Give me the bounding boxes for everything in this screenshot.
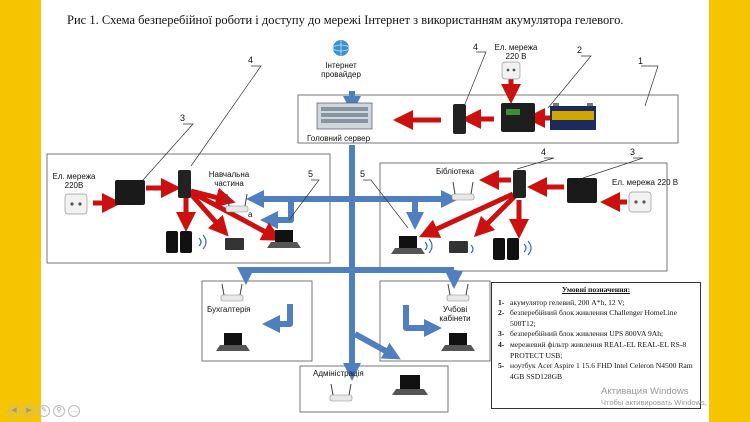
legend-item: 2-безперебійний блок живлення Challenger… [498,308,677,328]
tablet-icon [449,241,468,253]
gel-battery-icon [550,103,596,130]
wifi-router-icon [220,283,244,302]
callout-3-left: 3 [180,113,186,123]
library-box [379,162,668,272]
laptop-icon [392,375,428,395]
power-label-top: Ел. мережа 220 В [494,43,538,61]
globe-icon [332,40,350,56]
router-a-label: a [248,210,253,219]
network-lines [237,91,463,381]
legend-box: Умовні позначення: 1-акумулятор гелевий,… [491,282,701,409]
laptop-icon [441,333,475,351]
isp-label: Інтернет провайдер [321,61,361,79]
accounting-box [201,280,313,362]
legend-item: 1-акумулятор гелевий, 200 А*h, 12 V; [498,297,625,307]
accounting-label: Бухгалтерія [207,305,251,314]
surge-filter-icon [453,104,466,134]
ups-800va-icon [115,180,145,205]
wifi-signal-icon [424,238,433,254]
surge-filter-icon [513,170,526,198]
callout-4-left: 4 [248,55,254,65]
administration-box [299,365,449,413]
legend-item: 3-безперебійний блок живлення UPS 800VA … [498,329,664,339]
callout-3-right: 3 [630,147,636,157]
ups-800va-icon [567,178,597,203]
library-label: Бібліотека [436,167,475,176]
more-icon[interactable]: … [68,405,80,417]
wifi-signal-icon [198,234,207,250]
smartphone-icon [493,238,519,260]
windows-activation-watermark: Активация Windows Чтобы активировать Win… [601,386,707,407]
slide: Рис 1. Схема безперебійної роботи і дост… [41,0,709,422]
study-rooms-box [379,280,491,362]
main-server-label: Головний сервер [307,134,371,143]
study-rooms-label: Учбові кабінети [439,305,471,323]
legend-title: Умовні позначення: [561,285,631,294]
prev-slide-icon[interactable]: ◀ [8,405,20,417]
laptop-icon [391,236,425,254]
laptop-icon [267,230,301,248]
callout-5-left: 5 [308,169,314,179]
power-socket-icon [64,193,88,215]
classroom-label: Навчальна частина [208,170,250,188]
server-room-box [297,94,679,144]
figure-title: Рис 1. Схема безперебійної роботи і дост… [67,13,624,27]
callout-2: 2 [577,45,583,55]
wifi-router-icon [329,383,353,402]
wifi-router-icon [225,193,249,213]
power-label-left: Ел. мережа 220В [52,172,96,190]
ups-challenger-icon [501,103,535,132]
administration-label: Адміністрація [313,369,364,378]
wifi-signal-icon [523,240,532,256]
slideshow-controls[interactable]: ◀ ▶ ✎ ⚲ … [8,405,80,417]
server-rack-icon [316,102,373,130]
power-label-right: Ел. мережа 220 В [612,178,679,187]
link-to-administration [353,331,401,360]
callout-1: 1 [638,56,644,66]
wifi-router-icon [446,283,470,302]
wifi-router-icon [451,181,475,201]
wifi-signal-icon [470,244,474,254]
tablet-icon [225,238,244,250]
callout-4-right: 4 [541,147,547,157]
power-arrows [93,76,627,241]
network-diagram [46,40,679,413]
zoom-icon[interactable]: ⚲ [53,405,65,417]
power-socket-icon [628,191,652,213]
laptop-icon [216,333,250,351]
surge-filter-icon [178,170,191,198]
callout-4-top: 4 [473,42,479,52]
classroom-box [46,153,331,264]
callout-5-right: 5 [360,169,366,179]
next-slide-icon[interactable]: ▶ [23,405,35,417]
legend-item: 4-мережевий фільтр живлення REAL-EL REAL… [498,339,687,360]
pen-icon[interactable]: ✎ [38,405,50,417]
smartphone-icon [166,231,192,253]
power-socket-icon [501,61,521,80]
legend-item: 5-ноутбук Acer Aspire 1 15.6 FHD Intel C… [498,361,693,381]
callout-leaders [142,51,659,229]
